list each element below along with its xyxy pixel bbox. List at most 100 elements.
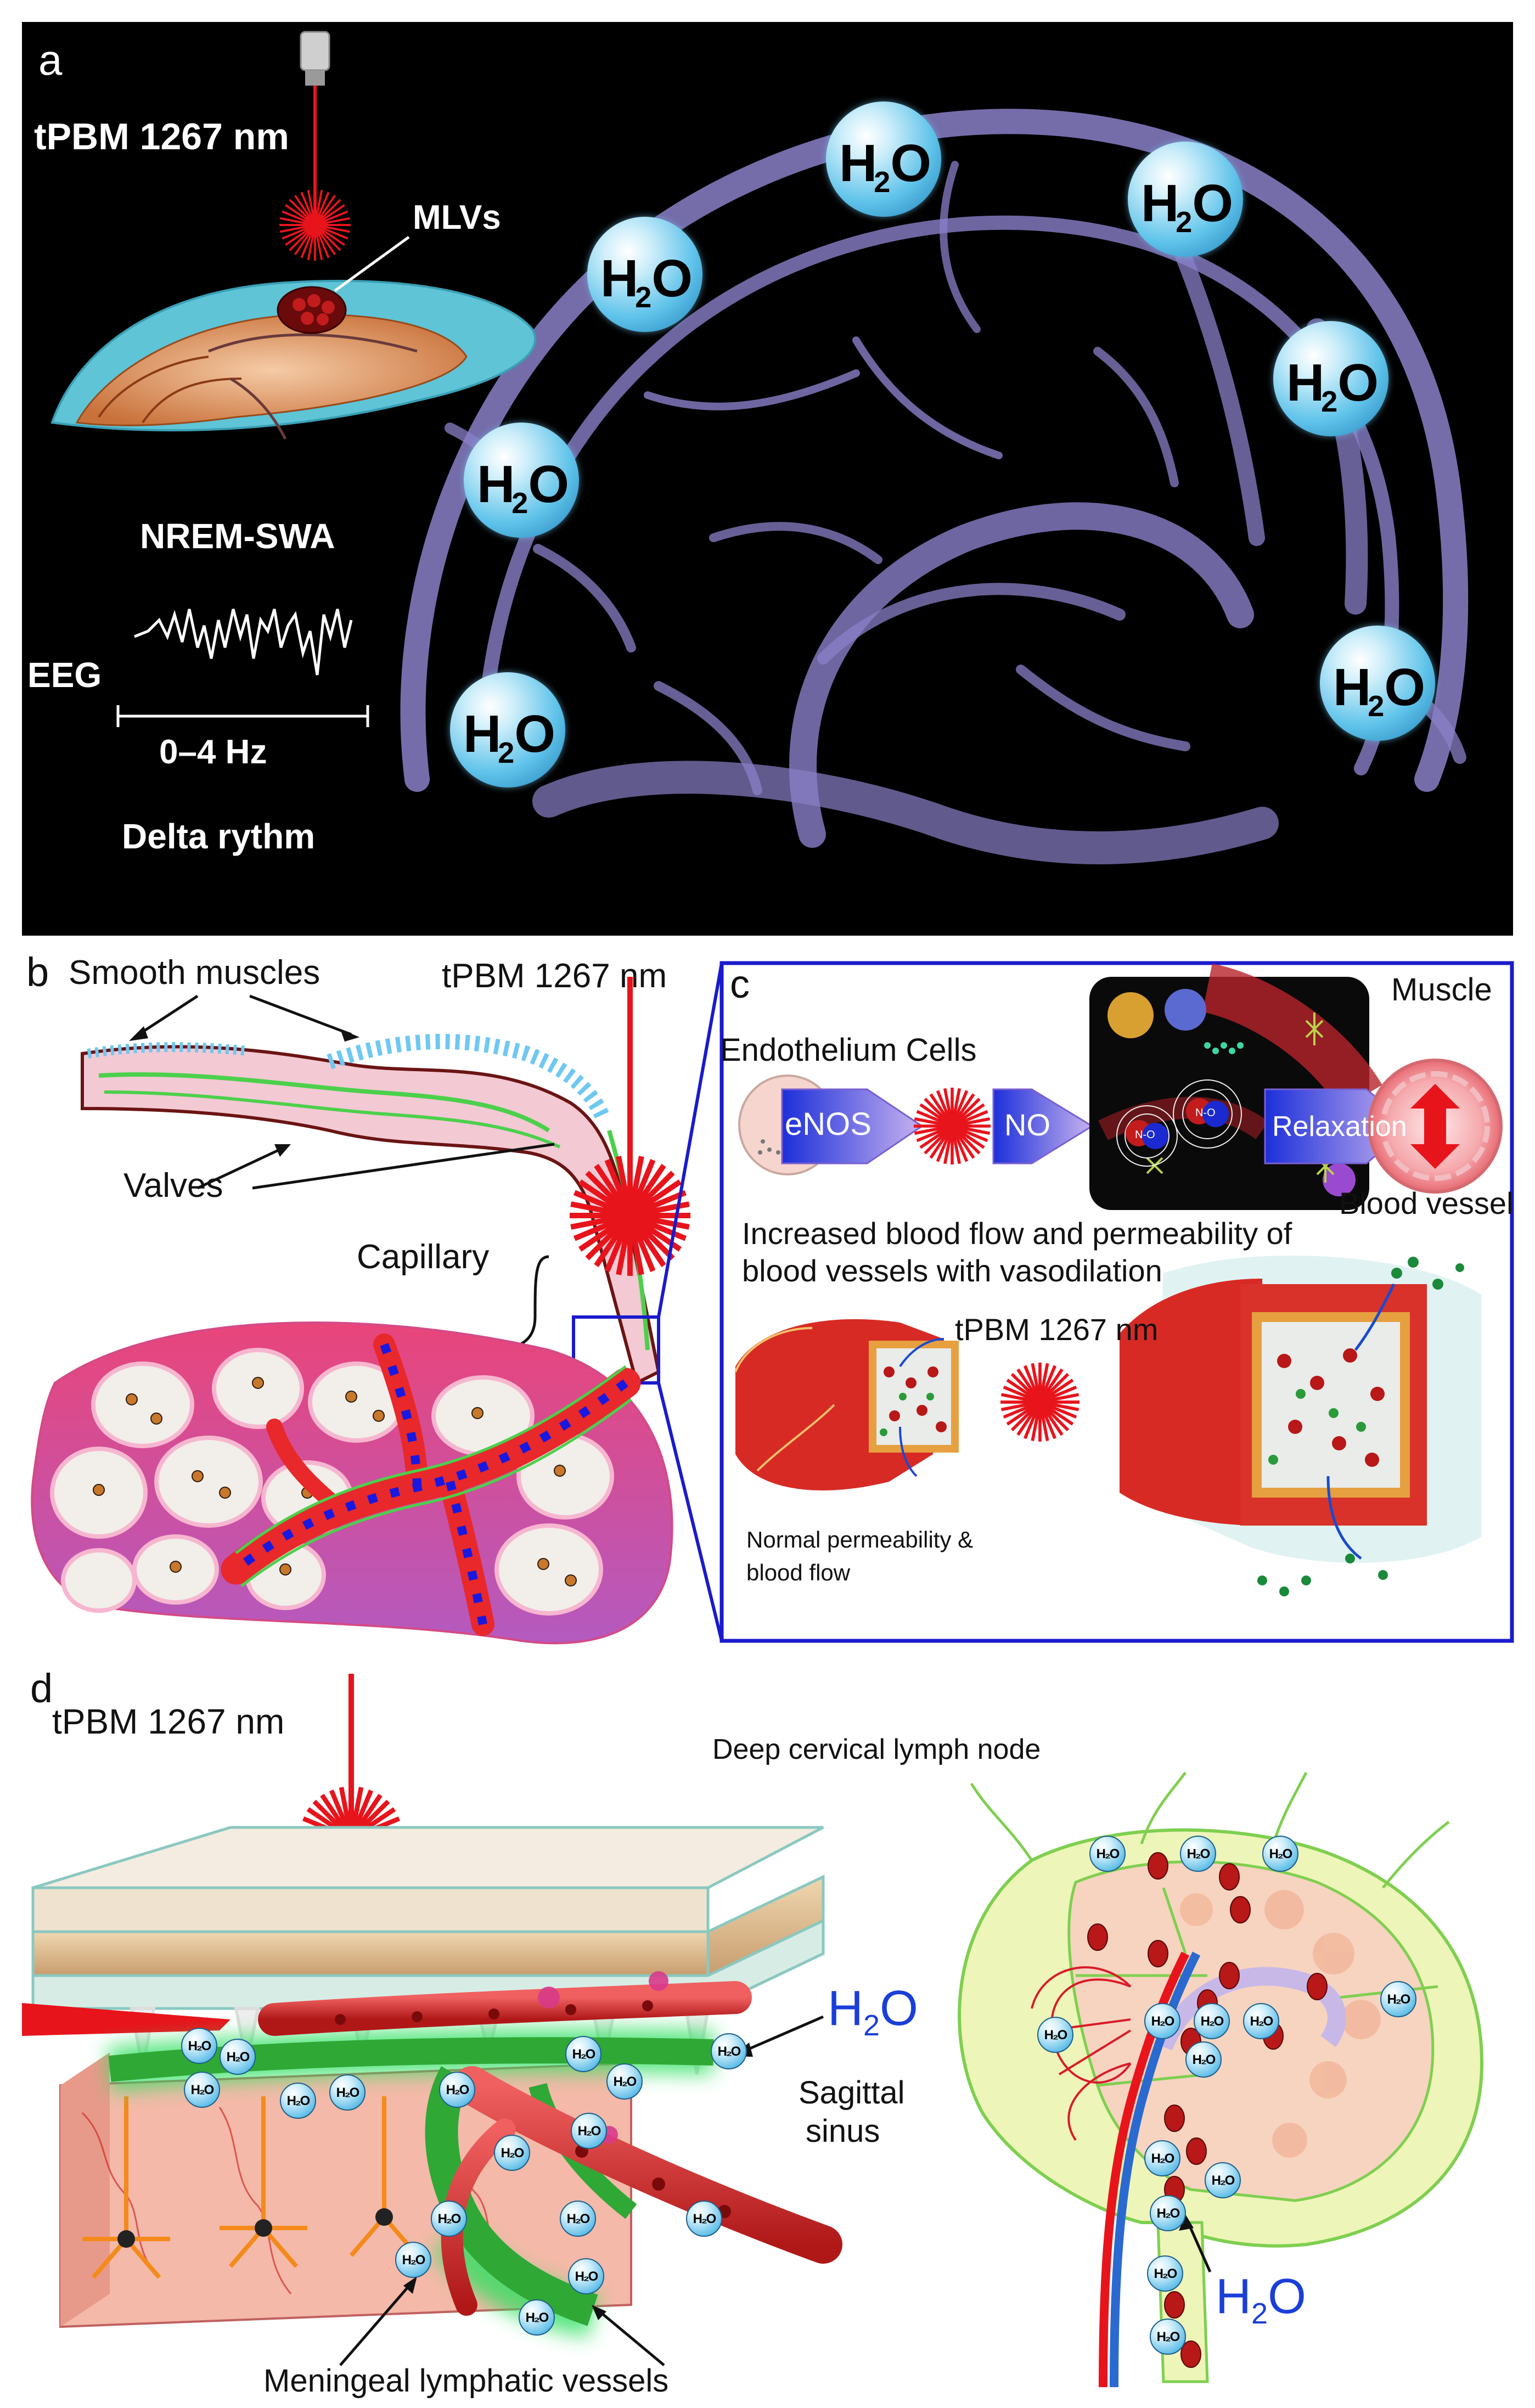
brain-tissue-block — [31, 1321, 673, 1645]
mini-water-2: H₂O — [220, 2039, 256, 2075]
water-sphere-label: H2O — [1332, 658, 1425, 723]
normal-vessel — [734, 1319, 959, 1490]
water-sphere-4: H2O — [1273, 321, 1388, 436]
normal-permeability-line-2: blood flow — [746, 1560, 851, 1585]
laser-burst-c1 — [914, 1088, 991, 1164]
meningeal-lymphatic-vessels-label: Meningeal lymphatic vessels — [263, 2363, 669, 2399]
eeg-trace — [116, 609, 369, 727]
panel-c-letter: c — [730, 963, 750, 1006]
mini-water-label: H₂O — [402, 2253, 426, 2268]
node-water-2: H₂O — [1180, 1836, 1216, 1872]
mini-water-label: H₂O — [1156, 2206, 1180, 2221]
mini-water-label: H₂O — [1151, 2014, 1175, 2029]
node-water-14: H₂O — [1150, 2319, 1186, 2355]
valves-label: Valves — [123, 1167, 223, 1205]
water-sphere-label: H2O — [463, 705, 555, 770]
delta-rhythm-label: Delta rythm — [122, 817, 316, 856]
water-sphere-label: H2O — [1286, 353, 1379, 419]
laser-beam-b — [570, 977, 690, 1276]
mini-water-7: H₂O — [565, 2036, 601, 2072]
water-sphere-3: H2O — [587, 217, 702, 332]
node-water-11: H₂O — [1205, 2162, 1241, 2198]
node-water-9: H₂O — [1185, 2041, 1222, 2078]
node-h2o-arrowhead — [1179, 2214, 1194, 2231]
mini-water-label: H₂O — [577, 2124, 601, 2139]
panel-d-tpbm-label: tPBM 1267 nm — [52, 1702, 285, 1741]
frequency-label: 0–4 Hz — [159, 733, 267, 771]
mini-water-label: H₂O — [1192, 2052, 1216, 2067]
mini-water-13: H₂O — [560, 2201, 596, 2237]
smooth-muscles-label: Smooth muscles — [69, 954, 321, 992]
mini-water-label: H₂O — [286, 2094, 311, 2108]
laser-beam-d — [299, 1674, 403, 1891]
panel-a-tpbm-label: tPBM 1267 nm — [34, 116, 289, 157]
mini-water-label: H₂O — [1200, 2014, 1224, 2029]
mini-water-label: H₂O — [1187, 1847, 1211, 1861]
mini-water-label: H₂O — [1269, 1847, 1293, 1861]
pointer-arrowheads-b — [129, 1026, 359, 1157]
mini-water-label: H₂O — [1211, 2173, 1235, 2188]
mini-water-label: H₂O — [1387, 1992, 1411, 2007]
no-arrow — [992, 1088, 1094, 1164]
water-sphere-label: H2O — [600, 249, 693, 314]
mini-water-label: H₂O — [190, 2083, 215, 2097]
capillary-label: Capillary — [357, 1238, 490, 1276]
mini-water-label: H₂O — [1156, 2330, 1180, 2344]
node-water-12: H₂O — [1150, 2195, 1186, 2231]
node-water-6: H₂O — [1194, 2003, 1230, 2039]
meningeal-arrowheads — [403, 2276, 606, 2320]
eeg-label: EEG — [27, 655, 102, 695]
mini-water-1: H₂O — [181, 2028, 217, 2064]
mini-water-17: H₂O — [395, 2242, 431, 2278]
mini-water-label: H₂O — [1250, 2014, 1274, 2029]
enos-arrow — [781, 1088, 924, 1164]
mini-water-9: H₂O — [711, 2033, 747, 2069]
nrem-swa-label: NREM-SWA — [140, 516, 335, 556]
water-sphere-label: H2O — [1140, 174, 1233, 239]
endothelium-cells-label: Endothelium Cells — [720, 1032, 977, 1068]
mini-water-15: H₂O — [568, 2258, 604, 2294]
sinus-h2o-label: H2O — [828, 1981, 919, 2042]
blood-vessel-label: Blood vessel — [1339, 1186, 1514, 1220]
laser-device-a — [278, 31, 352, 262]
mini-water-12: H₂O — [431, 2201, 467, 2237]
mini-water-8: H₂O — [606, 2063, 643, 2100]
water-sphere-2: H2O — [1128, 142, 1243, 257]
panel-b-tpbm-label: tPBM 1267 nm — [442, 957, 667, 995]
mini-water-label: H₂O — [575, 2269, 599, 2284]
no-label: NO — [1004, 1107, 1050, 1142]
water-sphere-label: H2O — [476, 455, 569, 520]
node-water-1: H₂O — [1089, 1836, 1126, 1872]
node-water-10: H₂O — [1144, 2140, 1180, 2176]
mini-water-label: H₂O — [226, 2050, 250, 2064]
node-water-7: H₂O — [1243, 2003, 1279, 2039]
sagittal-label: Sagittal — [799, 2075, 905, 2111]
dilated-vessel — [1120, 1255, 1482, 1596]
mini-water-10: H₂O — [571, 2113, 607, 2149]
enos-label: eNOS — [785, 1106, 871, 1142]
mini-water-14: H₂O — [686, 2201, 722, 2237]
mini-water-label: H₂O — [572, 2047, 596, 2062]
mlvs-label: MLVs — [413, 199, 501, 237]
relaxation-label: Relaxation — [1272, 1111, 1407, 1143]
mini-water-4: H₂O — [280, 2083, 316, 2119]
panel-b-letter: b — [26, 949, 49, 995]
mini-water-label: H₂O — [1154, 2266, 1178, 2281]
water-sphere-label: H2O — [839, 134, 931, 199]
meningeal-pointer-lines — [339, 2282, 665, 2366]
node-h2o-pointer — [1187, 2221, 1212, 2273]
node-water-8: H₂O — [1380, 1981, 1416, 2017]
water-sphere-6: H2O — [1320, 626, 1435, 741]
muscle-cross-section — [1368, 1059, 1503, 1194]
zoom-line-bottom — [657, 1382, 723, 1641]
sinus-label: sinus — [806, 2113, 880, 2149]
lymph-node-label: Deep cervical lymph node — [712, 1734, 1041, 1765]
mini-water-label: H₂O — [446, 2083, 470, 2097]
mini-water-label: H₂O — [336, 2085, 360, 2100]
mini-water-label: H₂O — [501, 2146, 525, 2161]
mini-water-3: H₂O — [184, 2072, 220, 2108]
mini-water-label: H₂O — [1151, 2151, 1175, 2166]
mini-water-label: H₂O — [1096, 1847, 1120, 1861]
